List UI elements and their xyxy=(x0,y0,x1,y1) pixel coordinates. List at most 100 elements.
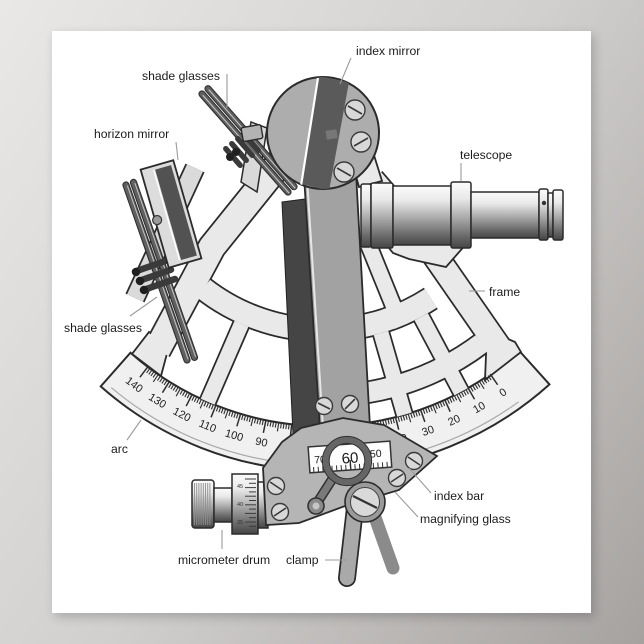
arc-tick xyxy=(172,385,177,391)
arc-tick xyxy=(262,420,267,434)
arc-tick xyxy=(168,382,172,389)
arc-band xyxy=(99,349,551,472)
arc-tick xyxy=(235,412,239,419)
micrometer-value: 45 xyxy=(237,484,243,490)
arc-tick xyxy=(402,414,406,421)
arc-scale-number: 10 xyxy=(471,400,488,416)
telescope-eyepiece-ring xyxy=(360,183,372,248)
arc-tick xyxy=(282,423,285,429)
arc-tick xyxy=(444,399,451,412)
arc-tick xyxy=(224,409,229,419)
arc-tick xyxy=(146,368,151,374)
label-frame: frame xyxy=(489,285,520,299)
micrometer-value: 40 xyxy=(237,502,243,508)
arc-tick xyxy=(266,420,270,427)
arc-tick xyxy=(175,388,182,397)
arc-tick xyxy=(472,385,476,391)
label-shade-glasses-top: shade glasses xyxy=(142,69,220,83)
arc-tick xyxy=(419,409,426,423)
arc-tick xyxy=(210,404,217,418)
arc-tick xyxy=(215,406,219,412)
arc-tick xyxy=(427,406,431,413)
label-shade-glasses-bottom: shade glasses xyxy=(64,321,142,335)
telescope-objective-cap xyxy=(552,189,564,241)
arc-tick xyxy=(489,373,499,386)
plate-screws xyxy=(266,451,424,522)
arc-tick xyxy=(397,416,400,422)
label-clamp: clamp xyxy=(286,553,319,567)
arc-tick xyxy=(410,412,413,419)
arc-tick xyxy=(208,403,212,409)
arc-tick xyxy=(218,406,222,413)
micrometer-value: 35 xyxy=(237,520,243,526)
index-mirror-slot xyxy=(325,129,338,140)
arc-tick xyxy=(210,404,214,410)
index-mirror-pivot-tab xyxy=(240,123,264,143)
arc-tick xyxy=(412,411,416,418)
micrometer-drum-numbers: 45 40 35 xyxy=(237,484,243,526)
arc-tick xyxy=(456,393,462,403)
arc-tick xyxy=(139,366,149,378)
arc-tick xyxy=(179,389,184,395)
arc-tick xyxy=(392,417,395,424)
arc-tick xyxy=(182,390,186,396)
micrometer-shaft xyxy=(213,487,233,523)
label-index-bar: index bar xyxy=(434,489,484,503)
arc-tick xyxy=(434,403,438,410)
arc-tick xyxy=(429,405,433,412)
arc-tick xyxy=(228,410,232,417)
telescope-pin xyxy=(541,200,547,206)
arc-tick xyxy=(483,378,488,384)
arc-tick xyxy=(205,402,210,408)
arc-tick xyxy=(193,396,198,403)
arc-tick xyxy=(481,379,485,385)
arc-tick xyxy=(161,378,166,384)
arc-tick xyxy=(424,407,428,414)
arc-tick xyxy=(148,369,153,375)
arc-tick xyxy=(259,418,262,425)
arc-tick xyxy=(407,413,412,423)
arc-tick xyxy=(387,418,390,425)
sextant-diagram: 0102030405060708090100110120130140 xyxy=(64,44,564,587)
arc-tick xyxy=(285,423,288,430)
arc-scale-number: 90 xyxy=(254,436,268,450)
arc-tick xyxy=(243,415,247,421)
arc-tick xyxy=(417,410,421,416)
label-magnifying-glass: magnifying glass xyxy=(420,512,511,526)
arc-tick xyxy=(185,394,193,407)
label-micrometer-drum: micrometer drum xyxy=(178,553,270,567)
arc-tick xyxy=(198,398,202,405)
arc-tick xyxy=(384,419,388,425)
arc-tick xyxy=(163,379,168,386)
horizon-mirror-adjust-knob xyxy=(152,214,163,226)
arc-tick xyxy=(446,398,451,404)
vernier-window: 70 50 60 xyxy=(307,440,393,474)
arc-tick xyxy=(469,386,474,392)
arc-tick xyxy=(422,408,426,415)
vernier-value-magnified: 60 xyxy=(341,449,359,467)
telescope-band xyxy=(450,181,472,249)
label-arc: arc xyxy=(111,442,128,456)
shade-glasses-lower xyxy=(122,178,199,364)
arc-tick xyxy=(246,415,249,422)
arc-tick xyxy=(389,418,393,424)
telescope-front-barrel xyxy=(470,191,540,239)
arc-scale-number: 20 xyxy=(446,413,462,429)
arc-tick xyxy=(241,414,244,421)
arc-tick xyxy=(394,416,400,430)
arc-tick xyxy=(487,375,492,381)
arc-tick xyxy=(458,392,462,399)
arc-tick xyxy=(261,419,264,426)
arc-tick xyxy=(474,383,479,389)
arc-tick xyxy=(460,391,465,397)
arc-tick xyxy=(159,377,164,383)
arc-tick xyxy=(152,372,157,378)
horizon-mirror-glass xyxy=(155,165,197,261)
clamp-lever-front xyxy=(339,500,363,586)
arc-tick xyxy=(191,395,195,401)
arc-tick xyxy=(269,421,272,427)
arc-tick xyxy=(400,415,403,422)
magnifying-glass-ring xyxy=(323,437,371,485)
micrometer-knurl-lines xyxy=(194,483,211,525)
arc-tick xyxy=(467,387,476,400)
